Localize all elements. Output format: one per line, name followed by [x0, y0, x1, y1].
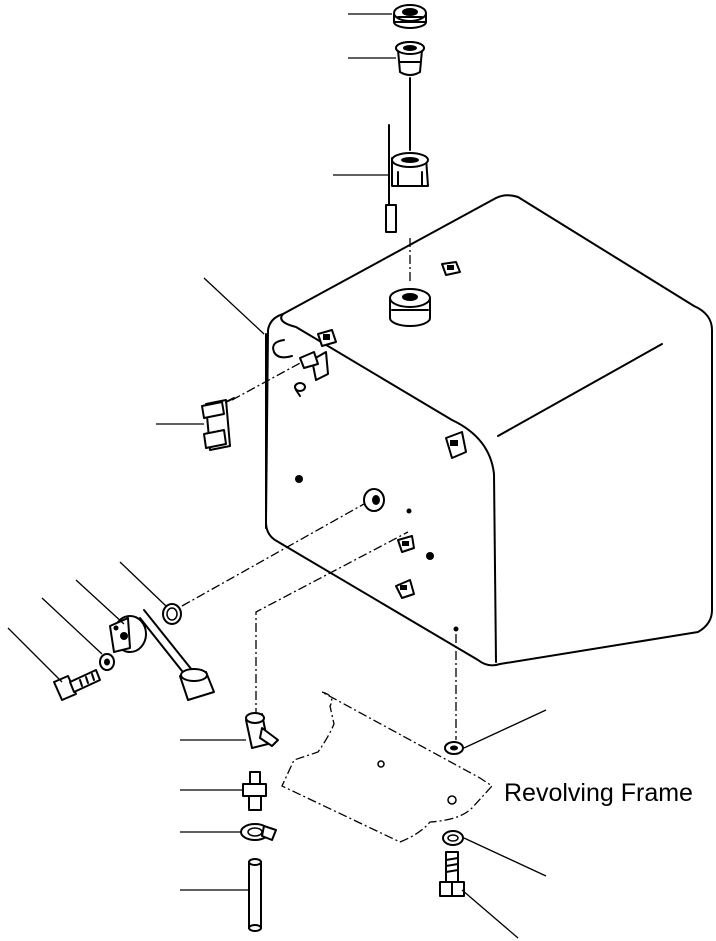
- mount-bolt: [439, 851, 465, 897]
- mount-washer-lower: [442, 830, 464, 846]
- leader-bolt: [7, 627, 63, 683]
- mounting-bolt: [53, 669, 101, 701]
- revolving-frame-plate: [281, 691, 493, 843]
- leader-mount-bolt: [461, 889, 519, 939]
- side-clamp-bracket: [201, 397, 235, 451]
- fuel-tank: [265, 194, 713, 667]
- centerline-drain-hose: [255, 531, 409, 734]
- drain-hose: [248, 858, 262, 932]
- drain-valve: [109, 609, 193, 677]
- tank-fitting-hole: [426, 552, 434, 560]
- tank-top-bracket-1: [441, 261, 461, 276]
- filler-cap: [393, 4, 427, 29]
- lock-washer: [99, 653, 115, 671]
- tank-fitting-hole: [295, 475, 303, 483]
- centerline-bracket: [231, 361, 303, 401]
- centerline-drain: [181, 503, 365, 607]
- leader-fuel-tank: [203, 277, 265, 335]
- hose-clamp: [240, 823, 277, 841]
- strainer: [395, 41, 425, 151]
- leader-washer-lower: [463, 837, 547, 877]
- o-ring: [162, 603, 182, 625]
- fuel-level-gauge: [385, 124, 429, 233]
- tank-lifting-hook: [272, 339, 293, 359]
- tank-fitting-hole: [406, 508, 412, 514]
- hose-elbow-fitting: [245, 712, 279, 749]
- tank-front-bracket-1: [299, 351, 329, 381]
- tank-fitting-hole: [453, 626, 459, 632]
- tank-mount-foot-2: [395, 579, 415, 599]
- leader-o-ring: [119, 561, 167, 607]
- tank-front-bracket-2: [445, 431, 467, 459]
- drain-cap: [179, 668, 215, 701]
- leader-drain-valve: [75, 579, 125, 625]
- tank-front-stud: [294, 382, 306, 397]
- leader-washer-upper: [463, 709, 547, 749]
- tank-filler-neck: [389, 288, 431, 327]
- revolving-frame-label: Revolving Frame: [504, 779, 693, 807]
- tank-mount-foot-1: [397, 535, 415, 553]
- mount-washer-upper: [444, 741, 464, 755]
- hose-adapter: [242, 771, 267, 811]
- leader-lock-washer: [41, 597, 103, 655]
- tank-drain-port: [363, 488, 385, 512]
- leader-lines: [7, 13, 547, 939]
- tank-top-bracket-2: [317, 329, 337, 347]
